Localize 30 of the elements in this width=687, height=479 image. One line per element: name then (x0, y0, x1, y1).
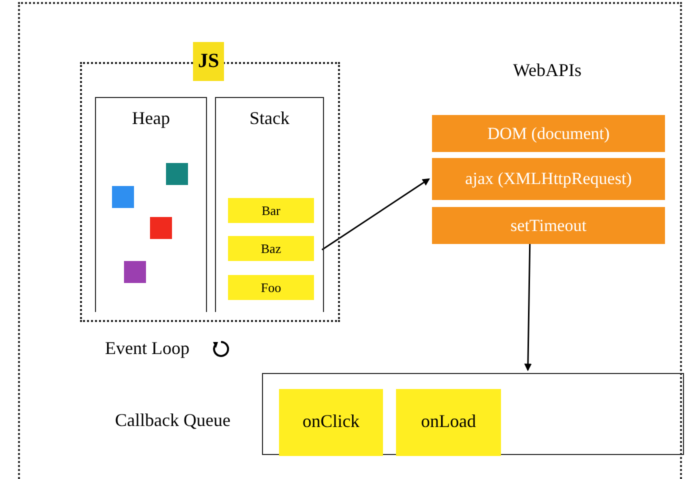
object-square (166, 163, 188, 185)
memory-panel (95, 97, 207, 312)
api-box (432, 115, 665, 152)
object-square (112, 186, 134, 208)
stack-frame (228, 236, 314, 261)
memory-panel (215, 97, 324, 312)
stack-label: Foo (260, 280, 282, 296)
stack-label: Bar (260, 203, 282, 219)
callback-box (396, 389, 501, 456)
object-square (150, 217, 172, 239)
panel-title: Heap (131, 108, 171, 129)
api-label: setTimeout (510, 216, 588, 236)
stack-frame (228, 275, 314, 300)
section-title: WebAPIs (513, 60, 582, 81)
stack-label: Baz (260, 241, 282, 257)
api-label: DOM (document) (486, 124, 611, 144)
api-label: ajax (XMLHttpRequest) (464, 169, 633, 189)
callback-label: onClick (302, 411, 360, 432)
callback-box (279, 389, 383, 456)
api-box (432, 207, 665, 244)
panel-title: Stack (248, 108, 290, 129)
loop-label: Event Loop (105, 338, 190, 359)
badge-label: JS (193, 42, 224, 81)
api-box (432, 158, 665, 200)
queue-title: Callback Queue (115, 410, 230, 431)
arrow (524, 244, 532, 372)
stack-frame (228, 198, 314, 223)
arrow (322, 178, 430, 250)
callback-label: onLoad (420, 411, 477, 432)
object-square (124, 261, 146, 283)
